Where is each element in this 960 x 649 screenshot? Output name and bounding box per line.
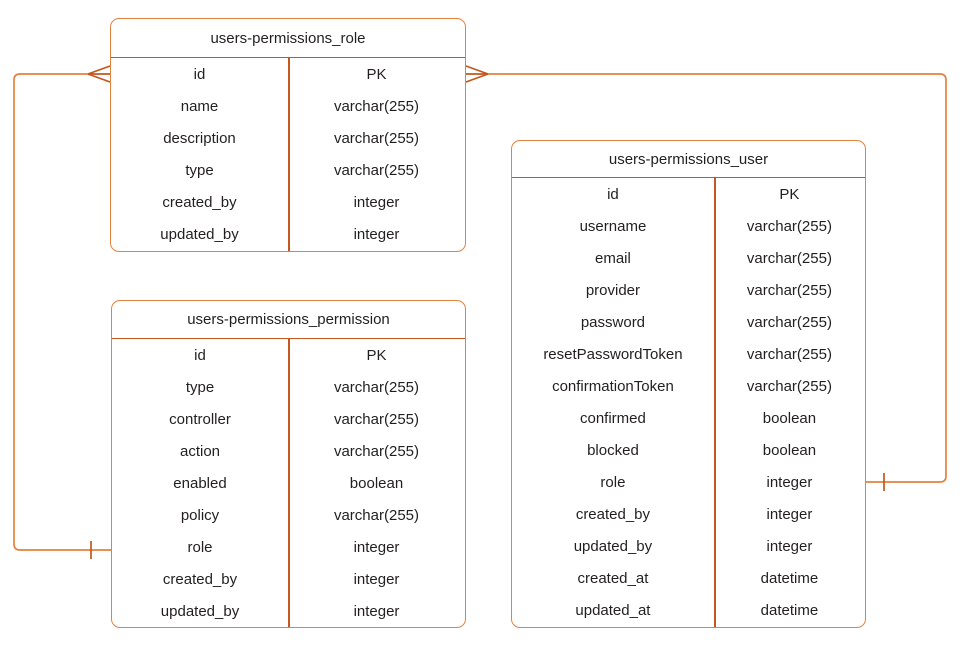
field-type: integer <box>766 537 813 555</box>
entity-users-permissions-permission[interactable]: users-permissions_permission id type con… <box>111 300 466 628</box>
field-name: created_at <box>577 569 649 587</box>
column-divider-user <box>714 178 716 627</box>
field-type: varchar(255) <box>746 377 832 395</box>
field-name: updated_by <box>160 602 240 620</box>
field-name: id <box>607 185 619 203</box>
field-name: role <box>187 538 213 556</box>
column-types-user: PK varchar(255) varchar(255) varchar(255… <box>714 178 865 627</box>
field-name: provider <box>585 281 641 299</box>
field-type: varchar(255) <box>333 97 420 115</box>
field-name: created_by <box>575 505 651 523</box>
field-type: PK <box>366 65 387 83</box>
field-type: varchar(255) <box>746 217 832 235</box>
field-name: action <box>179 442 221 460</box>
field-name: role <box>600 473 626 491</box>
field-type: varchar(255) <box>746 249 832 267</box>
field-name: password <box>580 313 646 331</box>
column-names-role: id name description type created_by upda… <box>111 58 288 251</box>
column-names-user: id username email provider password rese… <box>512 178 714 627</box>
column-divider-permission <box>288 339 290 627</box>
field-type: integer <box>353 225 400 243</box>
field-type: PK <box>366 346 387 364</box>
field-type: varchar(255) <box>746 281 832 299</box>
field-type: integer <box>353 570 400 588</box>
field-type: varchar(255) <box>746 313 832 331</box>
field-type: varchar(255) <box>746 345 832 363</box>
field-name: enabled <box>173 474 227 492</box>
field-name: updated_by <box>160 225 239 243</box>
field-name: username <box>579 217 647 235</box>
field-name: description <box>163 129 236 147</box>
column-types-permission: PK varchar(255) varchar(255) varchar(255… <box>288 339 465 627</box>
column-divider-role <box>288 58 290 251</box>
field-type: datetime <box>760 569 819 587</box>
field-type: boolean <box>349 474 404 492</box>
field-type: varchar(255) <box>333 129 420 147</box>
field-type: boolean <box>762 409 817 427</box>
field-name: id <box>194 346 206 364</box>
field-type: integer <box>353 193 400 211</box>
field-name: confirmationToken <box>552 377 674 395</box>
field-name: created_by <box>162 193 237 211</box>
crowfoot-icon-role-left <box>87 65 111 83</box>
field-type: varchar(255) <box>333 161 420 179</box>
field-type: boolean <box>762 441 817 459</box>
field-name: type <box>185 161 214 179</box>
entity-users-permissions-user[interactable]: users-permissions_user id username email… <box>511 140 866 628</box>
field-name: controller <box>169 410 231 428</box>
entity-body-permission: id type controller action enabled policy… <box>112 339 465 627</box>
field-type: integer <box>353 602 400 620</box>
field-type: integer <box>766 505 813 523</box>
field-name: confirmed <box>580 409 646 427</box>
field-name: type <box>185 378 215 396</box>
field-name: name <box>180 97 219 115</box>
field-type: integer <box>353 538 400 556</box>
relationship-line-role-permission <box>13 73 111 551</box>
crowfoot-icon-role-right <box>465 65 489 83</box>
entity-body-user: id username email provider password rese… <box>512 178 865 627</box>
field-type: varchar(255) <box>333 506 420 524</box>
entity-title-user: users-permissions_user <box>512 141 865 178</box>
field-type: integer <box>766 473 813 491</box>
field-name: updated_by <box>573 537 653 555</box>
field-name: id <box>193 65 206 83</box>
field-name: blocked <box>587 441 639 459</box>
field-name: created_by <box>162 570 238 588</box>
field-type: varchar(255) <box>333 442 420 460</box>
field-type: datetime <box>760 601 819 619</box>
entity-title-role: users-permissions_role <box>111 19 465 58</box>
field-name: resetPasswordToken <box>543 345 683 363</box>
column-types-role: PK varchar(255) varchar(255) varchar(255… <box>288 58 465 251</box>
field-name: updated_at <box>575 601 651 619</box>
field-type: PK <box>779 185 800 203</box>
entity-body-role: id name description type created_by upda… <box>111 58 465 251</box>
entity-users-permissions-role[interactable]: users-permissions_role id name descripti… <box>110 18 466 252</box>
entity-title-permission: users-permissions_permission <box>112 301 465 339</box>
field-name: policy <box>180 506 220 524</box>
field-type: varchar(255) <box>333 378 420 396</box>
field-type: varchar(255) <box>333 410 420 428</box>
column-names-permission: id type controller action enabled policy… <box>112 339 288 627</box>
field-name: email <box>595 249 631 267</box>
